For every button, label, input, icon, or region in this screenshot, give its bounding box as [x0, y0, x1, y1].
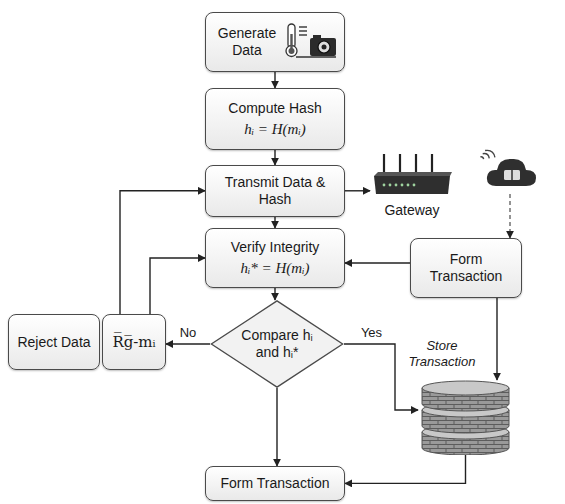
flow-arrow [166, 343, 210, 344]
condition-box: R̅g̅-mᵢ [102, 314, 166, 370]
reject-box: Reject Data [8, 314, 100, 370]
branch-label: Yes [359, 325, 384, 340]
blockchain-store: Store Transaction [418, 380, 513, 455]
process-box: Generate Data [205, 12, 345, 72]
device-label: Gateway [370, 202, 454, 219]
flow-arrow [276, 388, 277, 466]
flow-arrow [150, 258, 205, 314]
node-label: Compare hᵢ and hᵢ* [234, 327, 320, 361]
cloud-icon [474, 146, 544, 194]
flow-arrow [345, 190, 370, 191]
flow-arrow [274, 217, 275, 228]
branch-label: No [178, 325, 199, 340]
uplink-arrow [509, 194, 510, 238]
node-label: Form Transaction [417, 251, 515, 285]
sensor-icons [282, 22, 340, 62]
flow-arrow [120, 191, 205, 314]
flow-arrow [496, 298, 497, 380]
node-label: Compute Hash [212, 100, 338, 117]
node-label: Verify Integrity [212, 239, 338, 256]
flow-arrow [345, 262, 410, 263]
flow-arrow [274, 72, 275, 88]
flow-arrow [274, 288, 275, 300]
node-label: Reject Data [15, 334, 93, 351]
hash-formula: hᵢ* = H(mᵢ) [212, 259, 338, 277]
flow-arrow [344, 344, 418, 410]
node-label: Form Transaction [212, 475, 338, 492]
process-box: Transmit Data & Hash [205, 165, 345, 217]
node-label: Transmit Data & Hash [212, 174, 338, 208]
hash-formula: hᵢ = H(mᵢ) [212, 120, 338, 138]
process-box: Compute Hash hᵢ = H(mᵢ) [205, 88, 345, 150]
node-label: R̅g̅-mᵢ [109, 333, 159, 351]
node-label: Generate Data [212, 25, 282, 59]
process-box: Form Transaction [410, 238, 522, 298]
store-label: Store Transaction [400, 338, 484, 369]
gateway-node: Gateway [370, 150, 545, 225]
process-box: Form Transaction [205, 466, 345, 501]
decision-diamond: Compare hᵢ and hᵢ* [210, 300, 344, 388]
flow-arrow [345, 455, 466, 483]
router-icon [370, 150, 454, 200]
flow-arrow [274, 150, 275, 165]
database-icon [418, 380, 513, 455]
process-box: Verify Integrity hᵢ* = H(mᵢ) [205, 228, 345, 288]
